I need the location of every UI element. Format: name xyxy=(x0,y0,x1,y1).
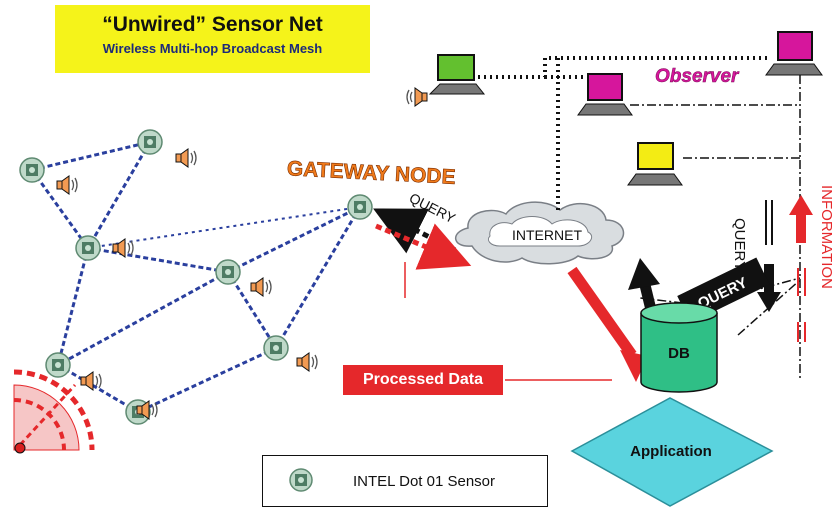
db-label: DB xyxy=(668,345,690,362)
application-label: Application xyxy=(630,443,712,460)
laptop-icon xyxy=(627,142,683,186)
sensor-node xyxy=(215,259,241,285)
speaker-icon xyxy=(80,371,102,391)
observer-laptop-icon xyxy=(765,31,823,76)
gateway-node-label: GATEWAY NODE xyxy=(286,157,456,189)
processed-data-box: Processed Data xyxy=(343,365,503,395)
information-label: INFORMATION xyxy=(818,185,835,289)
observer-label: Observer xyxy=(655,66,740,87)
diagram-title: “Unwired” Sensor Net xyxy=(102,13,323,36)
application-diamond xyxy=(570,397,774,507)
data-arrow-from-gateway xyxy=(375,223,472,270)
observer-laptop-icon xyxy=(577,73,633,116)
data-arrow-to-db xyxy=(567,266,637,359)
title-box: “Unwired” Sensor Net Wireless Multi-hop … xyxy=(55,5,370,73)
laptop-icon xyxy=(428,54,486,95)
sensor-node xyxy=(19,157,45,183)
cloud-icon xyxy=(455,201,625,265)
speaker-icon xyxy=(296,352,318,372)
legend-label: INTEL Dot 01 Sensor xyxy=(353,473,496,490)
legend-box: INTEL Dot 01 Sensor xyxy=(262,455,548,507)
query-down-arrow xyxy=(757,200,781,312)
speaker-icon xyxy=(250,277,272,297)
speaker-icon xyxy=(56,175,78,195)
internet-label: INTERNET xyxy=(512,227,582,243)
query-arrow-to-internet-head xyxy=(628,258,660,290)
speaker-icon xyxy=(406,87,428,107)
information-up-arrow xyxy=(789,195,813,342)
query-label-top: QUERY xyxy=(407,190,459,227)
mesh-links xyxy=(30,140,362,414)
diagram-subtitle: Wireless Multi-hop Broadcast Mesh xyxy=(102,41,323,56)
observer-dotted-links xyxy=(478,56,768,212)
processed-data-label: Processed Data xyxy=(362,371,484,388)
database-icon xyxy=(640,302,718,393)
gateway-sensor-node xyxy=(347,194,373,220)
sensor-node xyxy=(263,335,289,361)
sensor-node xyxy=(75,235,101,261)
sensor-node xyxy=(45,352,71,378)
query-vertical-label: QUERY xyxy=(731,218,748,271)
speaker-icon xyxy=(175,148,197,168)
sensor-node xyxy=(137,129,163,155)
radar-icon xyxy=(13,369,95,454)
sensor-icon xyxy=(289,468,313,492)
